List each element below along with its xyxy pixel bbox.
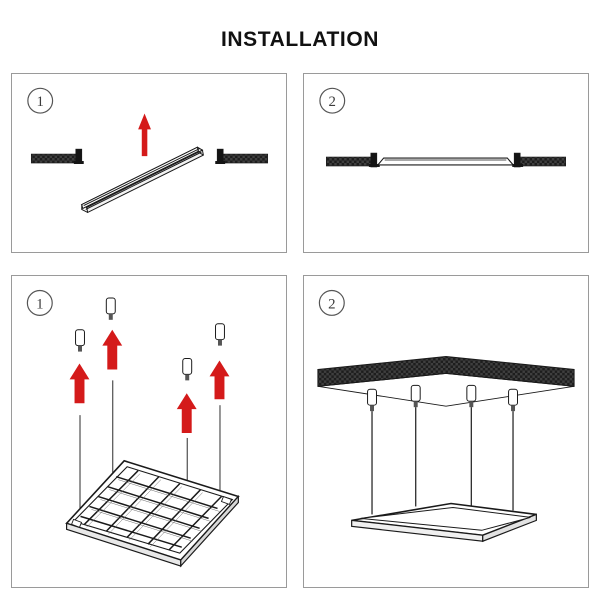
step-badge-2: 2 [318, 289, 345, 316]
cable-anchor-icon [105, 297, 116, 320]
up-arrow-icon [209, 360, 230, 400]
ceiling-rail-right [215, 148, 269, 164]
up-arrow-icon [69, 363, 90, 404]
page-title: INSTALLATION [220, 28, 380, 51]
panel-step-2-suspended-installed: 2 [303, 275, 589, 588]
step-number-label: 2 [329, 94, 336, 110]
up-arrow-icon [138, 113, 151, 157]
ceiling-rail-right [512, 152, 567, 168]
cable-anchor-icon [75, 329, 85, 352]
cable-anchor-icon [367, 388, 377, 412]
step-badge-1: 1 [26, 289, 53, 316]
cable-anchor-icon [508, 388, 518, 412]
linear-light-bar [80, 146, 204, 214]
ceiling-rail-left [325, 152, 380, 168]
up-arrow-icon [102, 329, 123, 370]
step-number-label: 1 [36, 296, 43, 312]
panel-step-1-recessed-insert: 1 [11, 73, 287, 253]
ceiling-slab [317, 356, 575, 407]
cable-anchor-icon [466, 384, 477, 408]
square-flat-panel [351, 502, 537, 543]
cable-anchor-icon [182, 358, 193, 381]
panel-step-2-recessed-installed: 2 [303, 73, 589, 253]
linear-light-bar-installed [376, 157, 515, 166]
cable-anchor-icon [215, 323, 225, 346]
square-grille-panel [65, 459, 240, 568]
cable-anchor-icon [410, 384, 421, 408]
suspension-cable [371, 407, 514, 515]
panel-step-1-suspended-lift: 1 [11, 275, 287, 588]
up-arrow-icon [176, 393, 197, 433]
step-badge-2: 2 [319, 87, 346, 114]
ceiling-rail-left [30, 148, 84, 164]
step-badge-1: 1 [27, 87, 54, 114]
step-number-label: 2 [328, 296, 335, 312]
step-number-label: 1 [37, 94, 44, 110]
